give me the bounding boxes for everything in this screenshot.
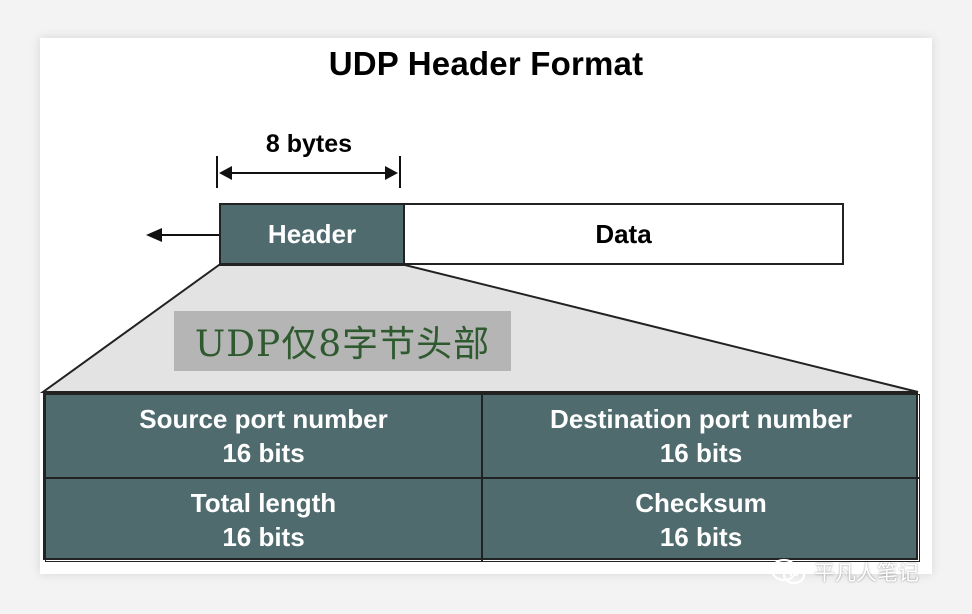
direction-arrow-head (146, 228, 162, 242)
field-source-port: Source port number 16 bits (45, 394, 482, 478)
field-name: Source port number (139, 404, 388, 434)
dimension-arrow-left (219, 166, 232, 180)
data-segment: Data (403, 203, 844, 265)
annotation-label: UDP仅8字节头部 (174, 311, 511, 371)
field-name: Checksum (635, 488, 767, 518)
field-size: 16 bits (659, 438, 743, 468)
field-size: 16 bits (222, 438, 305, 468)
field-name: Destination port number (550, 404, 852, 434)
diagram-title: UDP Header Format (328, 45, 644, 82)
field-destination-port: Destination port number 16 bits (482, 394, 920, 478)
field-checksum: Checksum 16 bits (482, 478, 920, 562)
wechat-icon (770, 558, 806, 585)
field-size: 16 bits (659, 522, 743, 552)
size-label: 8 bytes (265, 130, 353, 158)
field-total-length: Total length 16 bits (45, 478, 482, 562)
watermark-text: 平凡人笔记 (814, 561, 919, 585)
dimension-arrow-right (385, 166, 398, 180)
watermark: 平凡人笔记 (770, 556, 919, 588)
header-fields-table: Source port number 16 bits Destination p… (43, 392, 920, 562)
header-segment: Header (219, 203, 405, 265)
field-name: Total length (190, 488, 337, 518)
field-size: 16 bits (222, 522, 305, 552)
